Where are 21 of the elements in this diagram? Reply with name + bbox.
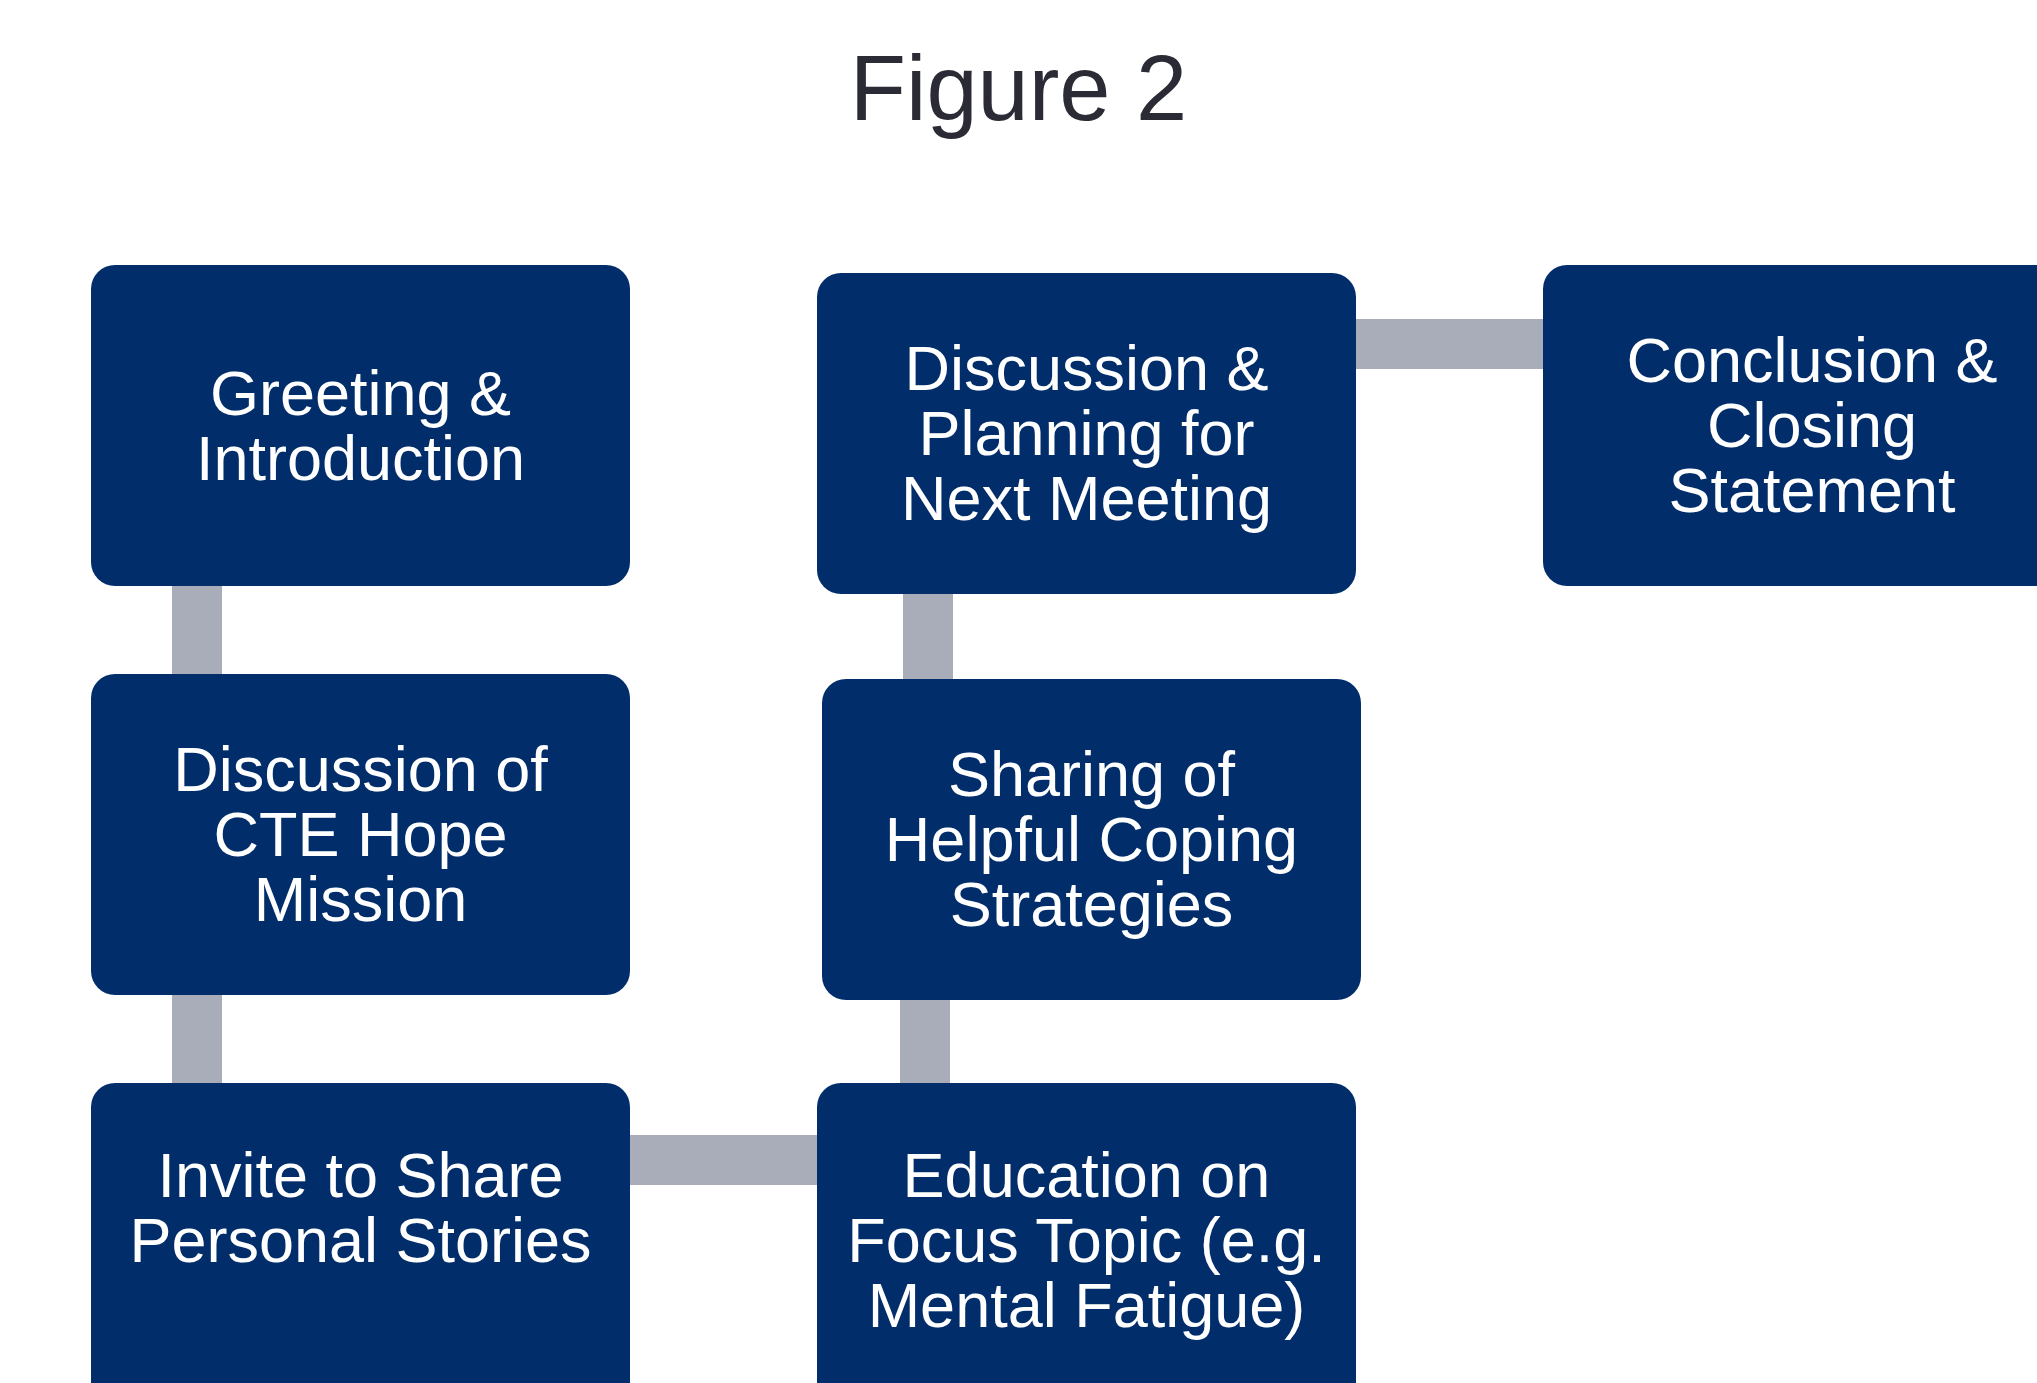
step-label: Education on Focus Topic (e.g. Mental Fatigue) — [847, 1143, 1326, 1338]
process-box — [91, 674, 630, 995]
step-label: Sharing of Helpful Coping Strategies — [883, 742, 1300, 937]
connector-bar — [172, 586, 222, 674]
process-box — [817, 1083, 1356, 1383]
step-label: Invite to Share Personal Stories — [128, 1143, 593, 1273]
step-label: Conclusion & Closing Statement — [1625, 328, 1999, 523]
process-box — [91, 1083, 630, 1383]
figure-title: Figure 2 — [848, 38, 1189, 140]
step-label: Discussion of CTE Hope Mission — [172, 737, 549, 932]
process-box — [822, 679, 1361, 1000]
connector-bar — [900, 1000, 950, 1083]
process-box — [1543, 265, 2037, 586]
step-label: Discussion & Planning for Next Meeting — [899, 336, 1274, 531]
step-label: Greeting & Introduction — [194, 360, 527, 491]
connector-bar — [630, 1135, 817, 1185]
connector-bar — [172, 995, 222, 1083]
process-box — [91, 265, 630, 586]
connector-bar — [1356, 319, 1543, 369]
connector-bar — [903, 594, 953, 679]
process-box — [817, 273, 1356, 594]
